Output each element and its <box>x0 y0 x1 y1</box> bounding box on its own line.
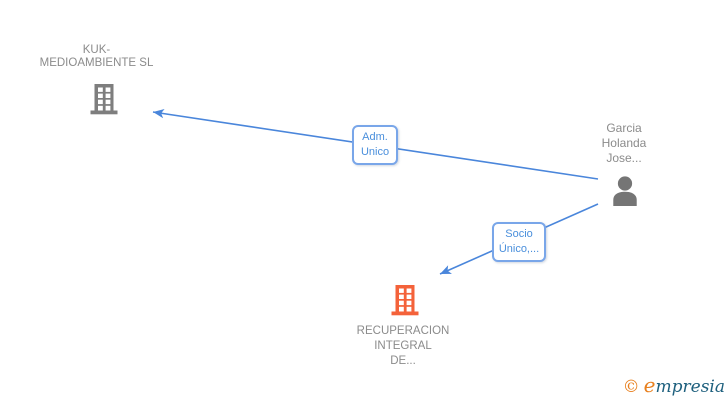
building-icon[interactable] <box>86 81 122 117</box>
edge-label-socio-unico[interactable]: Socio Único,... <box>492 222 546 262</box>
edge-label-adm-unico[interactable]: Adm. Unico <box>352 125 398 165</box>
node-label-line: KUK- <box>82 44 111 56</box>
node-label-recuperacion-integral[interactable]: RECUPERACION INTEGRAL DE... <box>322 324 484 369</box>
node-label-line: MEDIOAMBIENTE SL <box>39 57 154 69</box>
node-label-line: DE... <box>390 355 416 367</box>
copyright-icon: © <box>622 377 640 397</box>
building-icon[interactable] <box>387 282 423 318</box>
brand-name: mpresia <box>655 377 726 397</box>
node-label-line: INTEGRAL <box>374 340 432 352</box>
node-label-line: Garcia <box>606 121 642 135</box>
person-icon[interactable] <box>608 176 642 206</box>
node-label-kuk-medioambiente[interactable]: KUK- MEDIOAMBIENTE SL <box>14 44 179 70</box>
node-label-line: Holanda <box>601 136 647 150</box>
brand-initial: e <box>643 373 656 397</box>
watermark-empresia[interactable]: ©empresia <box>623 375 725 397</box>
node-label-garcia-holanda[interactable]: Garcia Holanda Jose... <box>562 121 686 166</box>
node-label-line: RECUPERACION <box>356 325 450 337</box>
node-label-line: Jose... <box>606 151 642 165</box>
